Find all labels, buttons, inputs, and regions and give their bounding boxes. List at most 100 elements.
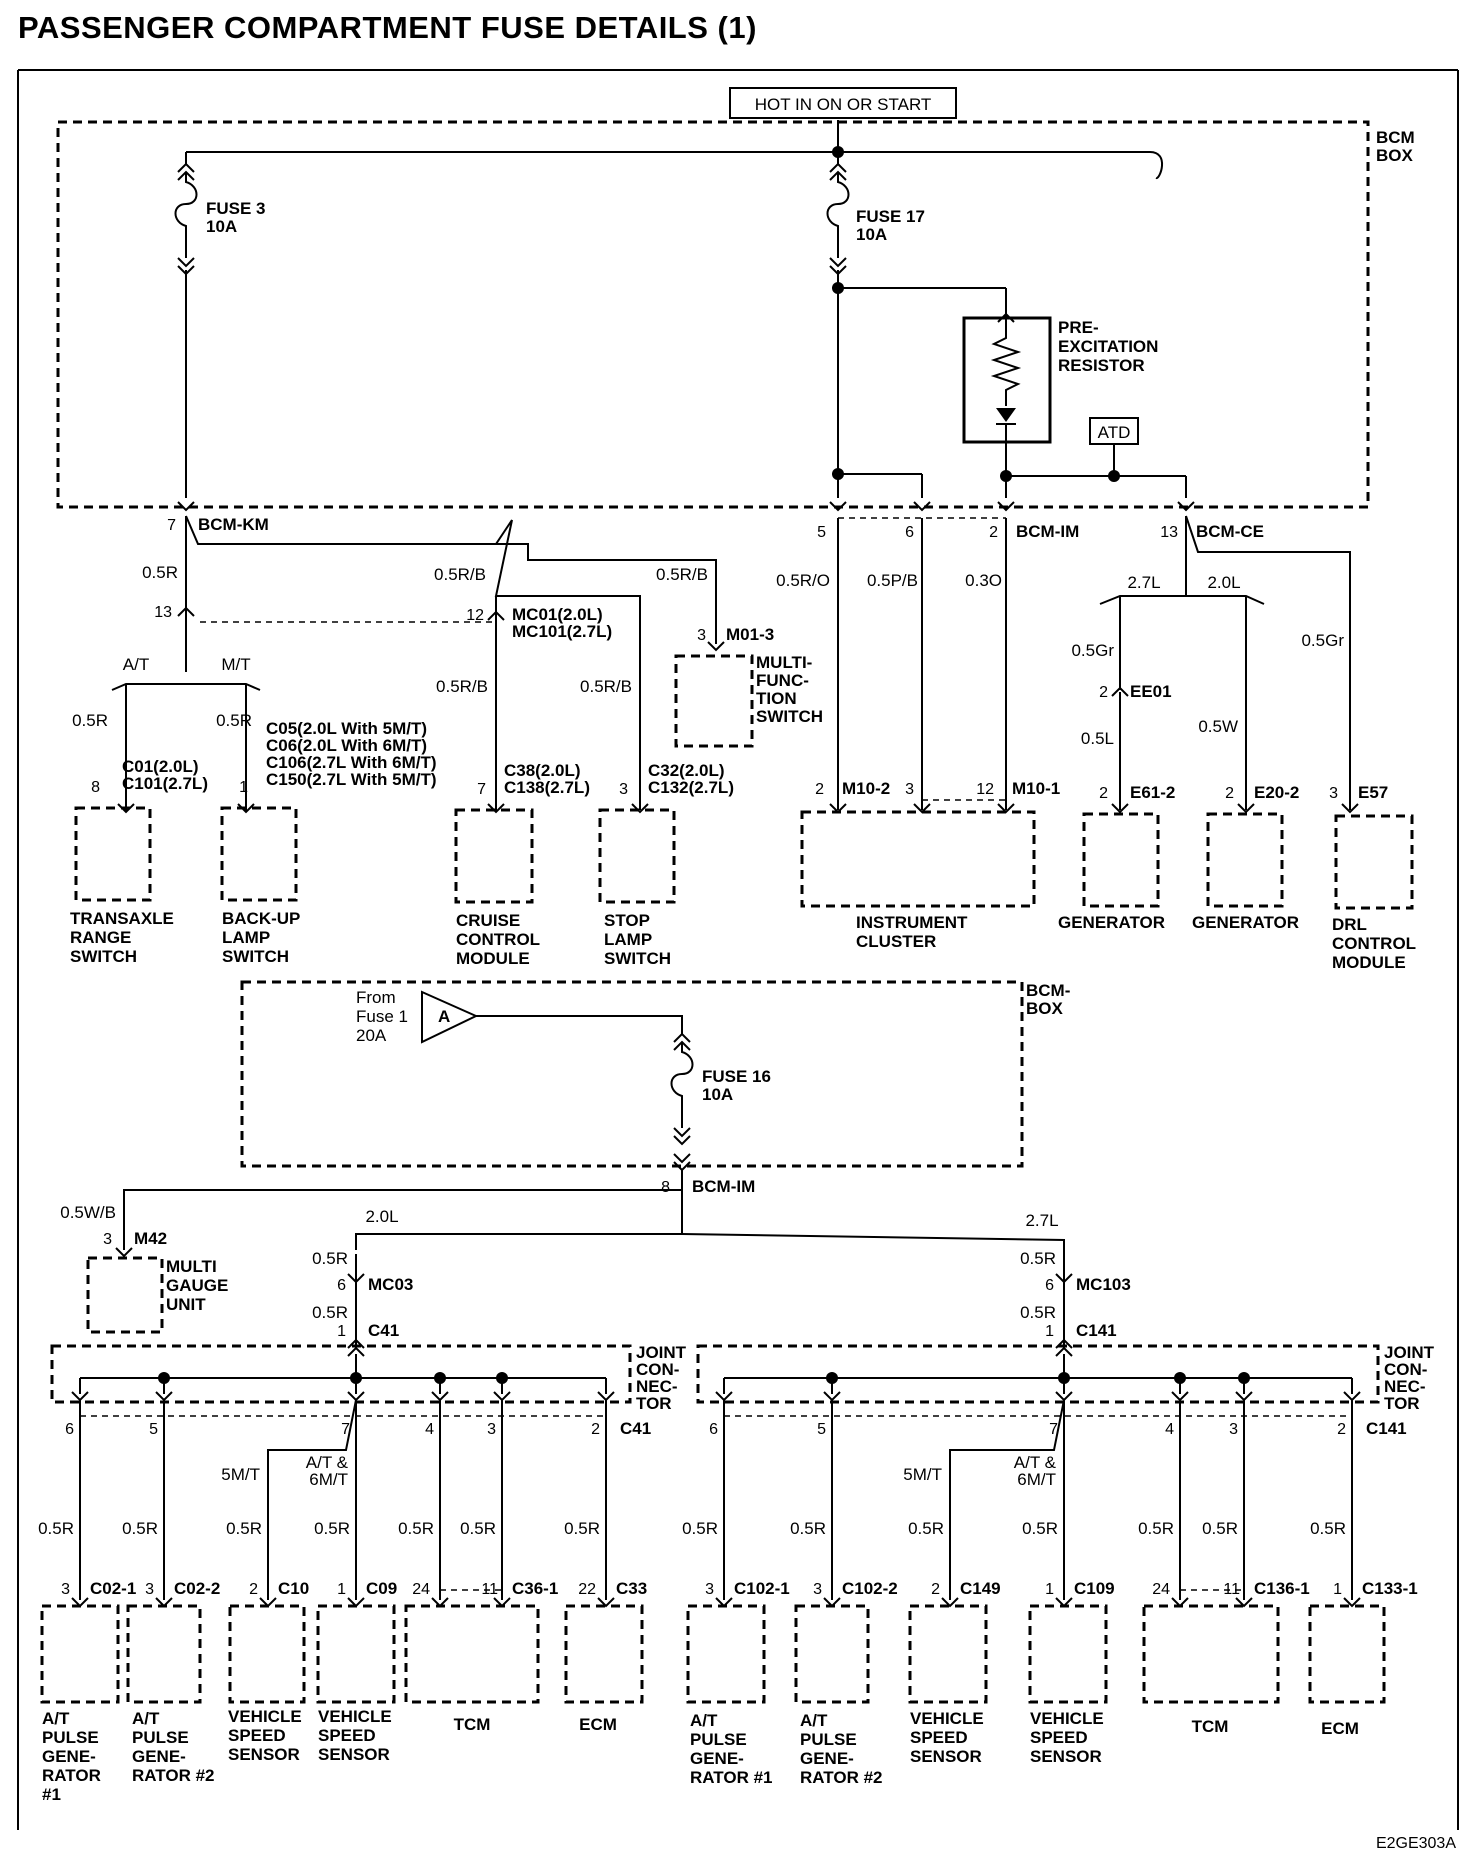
component-box — [40, 1604, 120, 1704]
stop-box — [598, 808, 676, 904]
wire-label: 0.5R/B — [436, 677, 488, 696]
e612-label: E61-2 — [1130, 783, 1175, 802]
component-box — [126, 1604, 202, 1704]
wire-label: 0.5R — [1202, 1519, 1238, 1538]
pin-label: 12 — [976, 781, 994, 798]
pin-label: 1 — [1045, 1581, 1054, 1598]
c-label: C41 — [368, 1321, 399, 1340]
cruise-label: CRUISE — [456, 911, 520, 930]
pin-label: 1 — [239, 779, 248, 796]
joint-label: JOINT — [636, 1343, 687, 1362]
wire-label: 0.5R — [72, 711, 108, 730]
component-box — [316, 1604, 396, 1704]
pin-label: 7 — [167, 517, 176, 534]
pin-label: 24 — [1152, 1581, 1170, 1598]
resistor-label: PRE- — [1058, 318, 1099, 337]
wire — [1099, 595, 1265, 605]
cruise-box — [454, 808, 534, 904]
pin-label: 7 — [341, 1421, 350, 1438]
cluster-label: CLUSTER — [856, 932, 936, 951]
pin-label: 3 — [697, 627, 706, 644]
wire — [476, 1015, 683, 1034]
connector-label: C106(2.7L With 6M/T) — [266, 753, 437, 772]
wire-label: 0.5R — [564, 1519, 600, 1538]
connector-label: C09 — [366, 1579, 397, 1598]
wire-label: 0.5R — [216, 711, 252, 730]
hot-label: HOT IN ON OR START — [755, 95, 932, 114]
connector-mark — [829, 501, 847, 512]
pin-label: 2 — [1099, 684, 1108, 701]
joint-connector-box — [50, 1344, 632, 1404]
backup-label: BACK-UP — [222, 909, 300, 928]
pin-label: 3 — [145, 1581, 154, 1598]
connector-label: C02-2 — [174, 1579, 220, 1598]
connector-label: C10 — [278, 1579, 309, 1598]
pin-label: 5 — [149, 1421, 158, 1438]
connector-label: C132(2.7L) — [648, 778, 734, 797]
mt-label: M/T — [221, 655, 250, 674]
fuse-terminal — [673, 1032, 691, 1043]
stop-label: STOP — [604, 911, 650, 930]
pin-label: 1 — [337, 1581, 346, 1598]
bcm-box — [56, 120, 1370, 509]
pin-label: 3 — [905, 781, 914, 798]
m102-label: M10-2 — [842, 779, 890, 798]
pin-label: 6 — [65, 1421, 74, 1438]
connector-mark — [1343, 1597, 1361, 1608]
pin-label: 3 — [705, 1581, 714, 1598]
component-label: RATOR #1 — [690, 1768, 773, 1787]
wire-label: 0.3O — [965, 571, 1002, 590]
fuse17-icon — [826, 172, 850, 258]
connector-mark — [1235, 1597, 1253, 1608]
multigauge-box — [86, 1256, 164, 1334]
multifunc-label: SWITCH — [756, 707, 823, 726]
connector-mark — [115, 1247, 133, 1258]
bcm-box-label: BCM — [1376, 128, 1415, 147]
diode-icon — [996, 408, 1016, 422]
wire-label: 0.5W — [1198, 717, 1238, 736]
component-label: GENE- — [800, 1749, 854, 1768]
connector-a-icon — [421, 990, 479, 1044]
multifunc-label: FUNC- — [756, 671, 809, 690]
fuse16-icon — [670, 1042, 694, 1128]
multifunc-label: MULTI- — [756, 653, 812, 672]
wire-label: 0.5P/B — [867, 571, 918, 590]
wire-label: 0.5Gr — [1301, 631, 1344, 650]
component-label: SENSOR — [228, 1745, 300, 1764]
connector-mark — [1111, 803, 1129, 814]
connector-label: C101(2.7L) — [122, 774, 208, 793]
wire-label: 0.5R — [314, 1519, 350, 1538]
pin-label: 3 — [487, 1421, 496, 1438]
bus-end — [1149, 151, 1163, 180]
wire — [355, 1233, 682, 1250]
component-box — [686, 1604, 766, 1704]
e202-label: E20-2 — [1254, 783, 1299, 802]
connector-label: C02-1 — [90, 1579, 136, 1598]
bcm-box2-label: BOX — [1026, 999, 1064, 1018]
connector-label: C102-1 — [734, 1579, 790, 1598]
pin-label: 3 — [103, 1231, 112, 1248]
wire-label: 5M/T — [903, 1465, 942, 1484]
drl-label: DRL — [1332, 915, 1367, 934]
pin-label: 6 — [337, 1277, 346, 1294]
pin-label: 2 — [1337, 1421, 1346, 1438]
wire-label: 0.5R — [1022, 1519, 1058, 1538]
wire — [949, 1399, 1065, 1600]
wire-label: 0.5L — [1081, 729, 1114, 748]
component-label: ECM — [579, 1715, 617, 1734]
resistor-icon — [990, 320, 1022, 406]
mc-label: MC03 — [368, 1275, 413, 1294]
pin-label: 5 — [817, 524, 826, 541]
pin-label: 3 — [813, 1581, 822, 1598]
component-label: RATOR #2 — [132, 1766, 215, 1785]
component-label: SPEED — [910, 1728, 968, 1747]
component-label: SENSOR — [910, 1747, 982, 1766]
bcm-ce-label: BCM-CE — [1196, 522, 1264, 541]
wire-label: 0.5R — [1020, 1249, 1056, 1268]
fuse-terminal — [177, 257, 195, 268]
pin-label: 11 — [1223, 1581, 1240, 1598]
connector-label: C102-2 — [842, 1579, 898, 1598]
fuse-terminal — [829, 257, 847, 268]
pin-label: 12 — [466, 607, 484, 624]
